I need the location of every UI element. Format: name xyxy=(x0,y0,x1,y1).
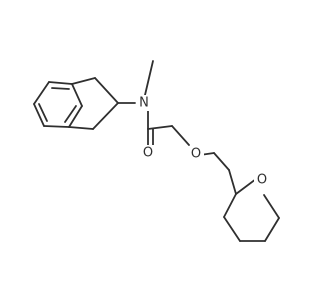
bond xyxy=(71,77,96,85)
aromatic-bond xyxy=(38,103,48,122)
bond xyxy=(263,194,280,219)
ether-oxygen-background xyxy=(188,146,204,162)
indane-five-membered-ring xyxy=(68,77,119,130)
acetamide-chain: O O xyxy=(140,125,230,171)
benzene-ring xyxy=(33,81,83,128)
bond xyxy=(94,77,119,104)
structure-diagram: N O O O xyxy=(33,60,280,242)
bond xyxy=(171,125,190,146)
carbonyl-oxygen-background xyxy=(140,145,156,161)
bond xyxy=(33,103,45,127)
ether-oxygen-label: O xyxy=(191,147,201,162)
bond xyxy=(68,126,94,130)
bond xyxy=(48,81,73,85)
bond xyxy=(33,81,50,105)
bond xyxy=(147,125,173,130)
nitrogen-background xyxy=(136,95,152,111)
bond xyxy=(223,216,241,242)
aromatic-bond xyxy=(51,87,70,90)
carbonyl-oxygen-label: O xyxy=(143,146,153,161)
bond xyxy=(235,178,257,195)
bond xyxy=(68,105,83,128)
nitrogen-label: N xyxy=(139,96,149,111)
ring-oxygen-background xyxy=(254,172,270,188)
bond xyxy=(213,152,230,171)
aromatic-bond xyxy=(64,105,77,123)
bond xyxy=(92,102,119,130)
molecule-canvas: N O O O xyxy=(33,60,280,242)
bond xyxy=(43,125,70,128)
methyl-bond xyxy=(144,60,154,96)
ring-oxygen-label: O xyxy=(257,173,267,188)
bond xyxy=(223,193,237,218)
bond xyxy=(264,217,280,242)
bond xyxy=(71,83,83,107)
bond xyxy=(228,169,237,195)
tetrahydropyran-ring: O xyxy=(223,169,280,242)
amide-nitrogen-group: N xyxy=(117,60,154,130)
